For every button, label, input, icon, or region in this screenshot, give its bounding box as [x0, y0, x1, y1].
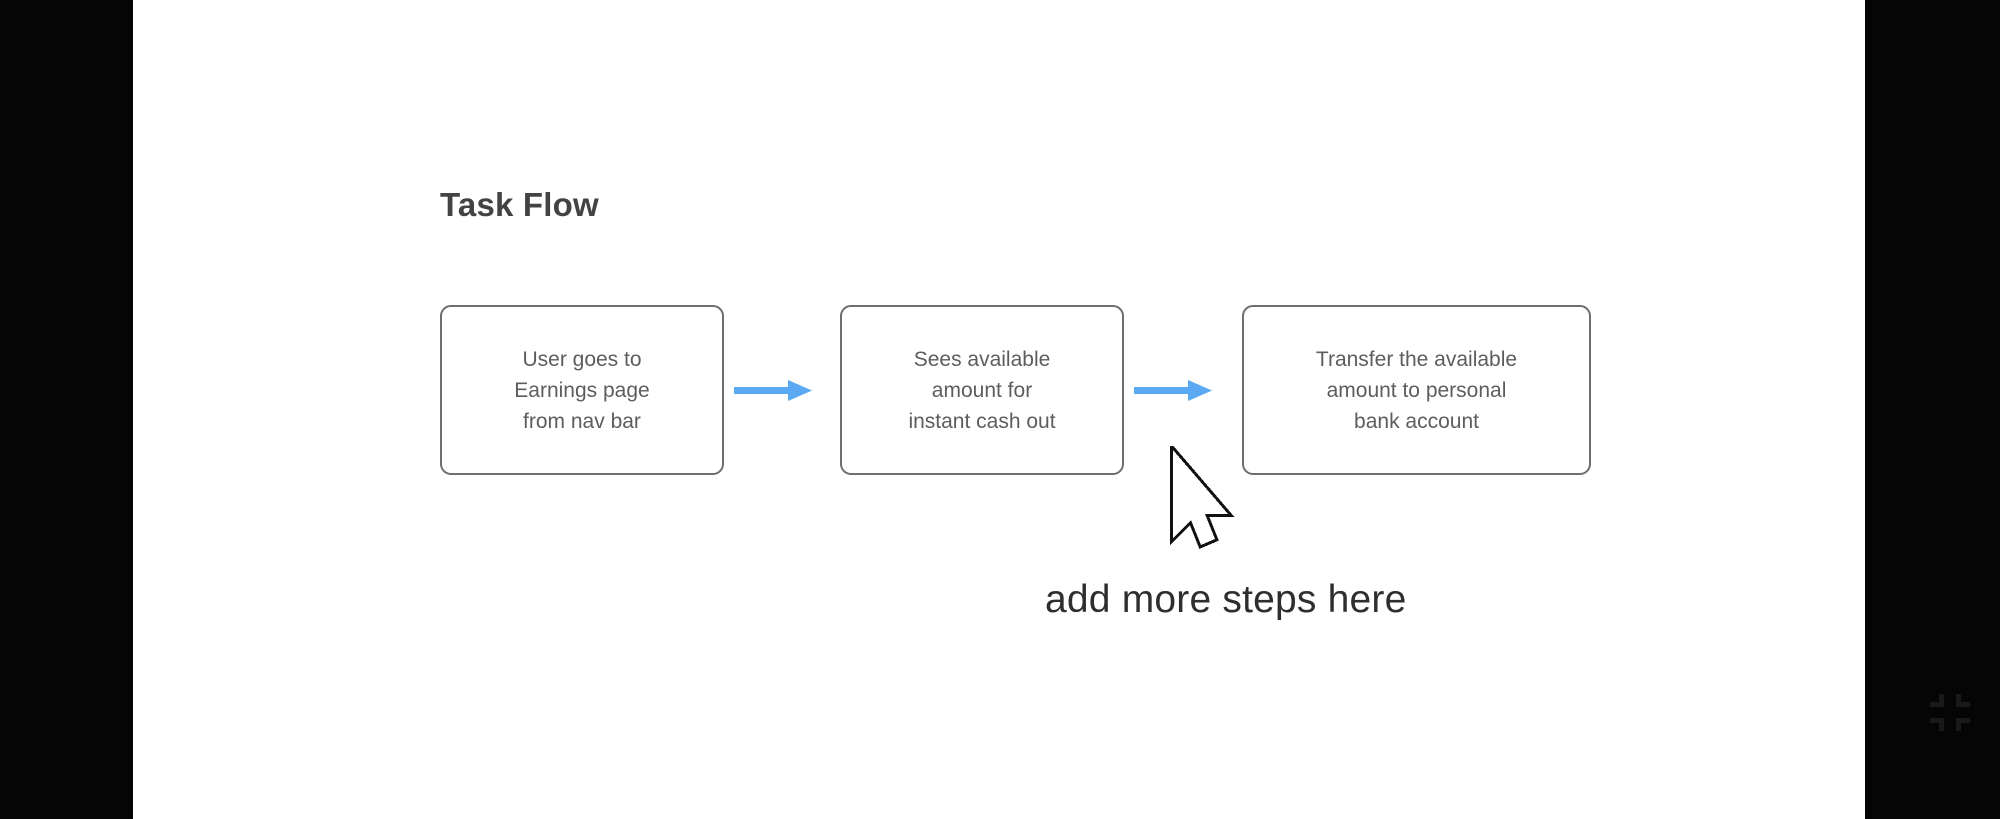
- slide-canvas: Task Flow User goes to Earnings page fro…: [133, 0, 1865, 819]
- flow-step-line: instant cash out: [908, 409, 1056, 433]
- flow-step-line: amount to personal: [1326, 378, 1507, 402]
- letterbox-left: [0, 0, 133, 819]
- flow-step-box-2[interactable]: Sees available amount for instant cash o…: [840, 305, 1124, 475]
- flow-step-line: Sees available: [913, 347, 1051, 371]
- arrow-right-icon: [1134, 375, 1214, 407]
- flow-step-line: bank account: [1354, 409, 1479, 433]
- letterbox-right: [1865, 0, 2000, 819]
- exit-fullscreen-icon[interactable]: [1928, 692, 1972, 734]
- page-title: Task Flow: [440, 186, 599, 223]
- flow-step-line: amount for: [931, 378, 1033, 402]
- flow-step-box-3[interactable]: Transfer the available amount to persona…: [1242, 305, 1591, 475]
- arrow-right-icon: [734, 375, 814, 407]
- caption-text: add more steps here: [1045, 578, 1407, 621]
- flow-step-line: User goes to: [522, 347, 642, 371]
- flow-step-line: Transfer the available: [1315, 347, 1518, 371]
- flow-step-box-1[interactable]: User goes to Earnings page from nav bar: [440, 305, 724, 475]
- flow-step-line: Earnings page: [514, 378, 650, 402]
- flow-step-line: from nav bar: [523, 409, 641, 433]
